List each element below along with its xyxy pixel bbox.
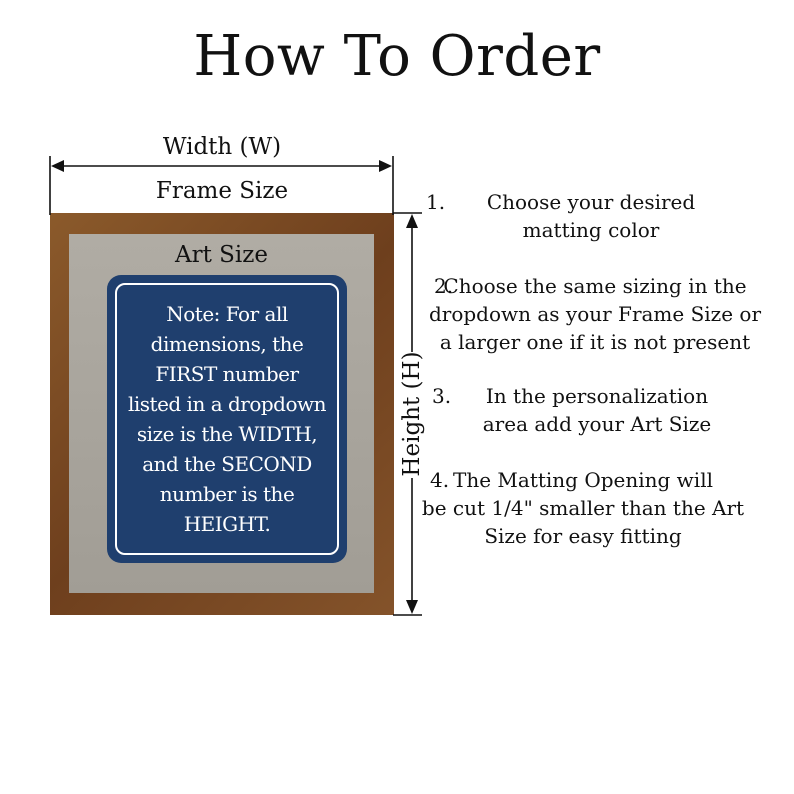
step-number: 4. xyxy=(430,468,450,492)
page-title: How To Order xyxy=(193,24,601,89)
width-label: Width (W) xyxy=(162,134,282,160)
step-4: 4. The Matting Opening will be cut 1/4" … xyxy=(418,466,748,550)
step-text: In the personalization area add your Art… xyxy=(482,384,712,436)
height-label-text: Height (H) xyxy=(399,351,425,477)
note-border: Note: For all dimensions, the FIRST numb… xyxy=(115,283,339,555)
note-text: Note: For all dimensions, the FIRST numb… xyxy=(127,302,327,536)
step-2: 2. Choose the same sizing in the dropdow… xyxy=(420,272,770,356)
step-number: 3. xyxy=(432,384,452,408)
width-arrowhead-right xyxy=(379,160,392,172)
art-size-label: Art Size xyxy=(175,242,268,268)
step-1: 1. Choose your desired matting color xyxy=(426,188,716,244)
step-text: Choose the same sizing in the dropdown a… xyxy=(428,274,762,354)
step-number: 2. xyxy=(434,274,454,298)
step-text: The Matting Opening will be cut 1/4" sma… xyxy=(421,468,745,548)
height-arrowhead-top xyxy=(406,214,418,228)
frame-size-label: Frame Size xyxy=(155,178,289,204)
height-arrowhead-bottom xyxy=(406,600,418,614)
step-text: Choose your desired matting color xyxy=(486,190,696,242)
step-number: 1. xyxy=(426,190,446,214)
step-3: 3. In the personalization area add your … xyxy=(432,382,732,438)
note-panel: Note: For all dimensions, the FIRST numb… xyxy=(107,275,347,563)
width-arrowhead-left xyxy=(51,160,64,172)
